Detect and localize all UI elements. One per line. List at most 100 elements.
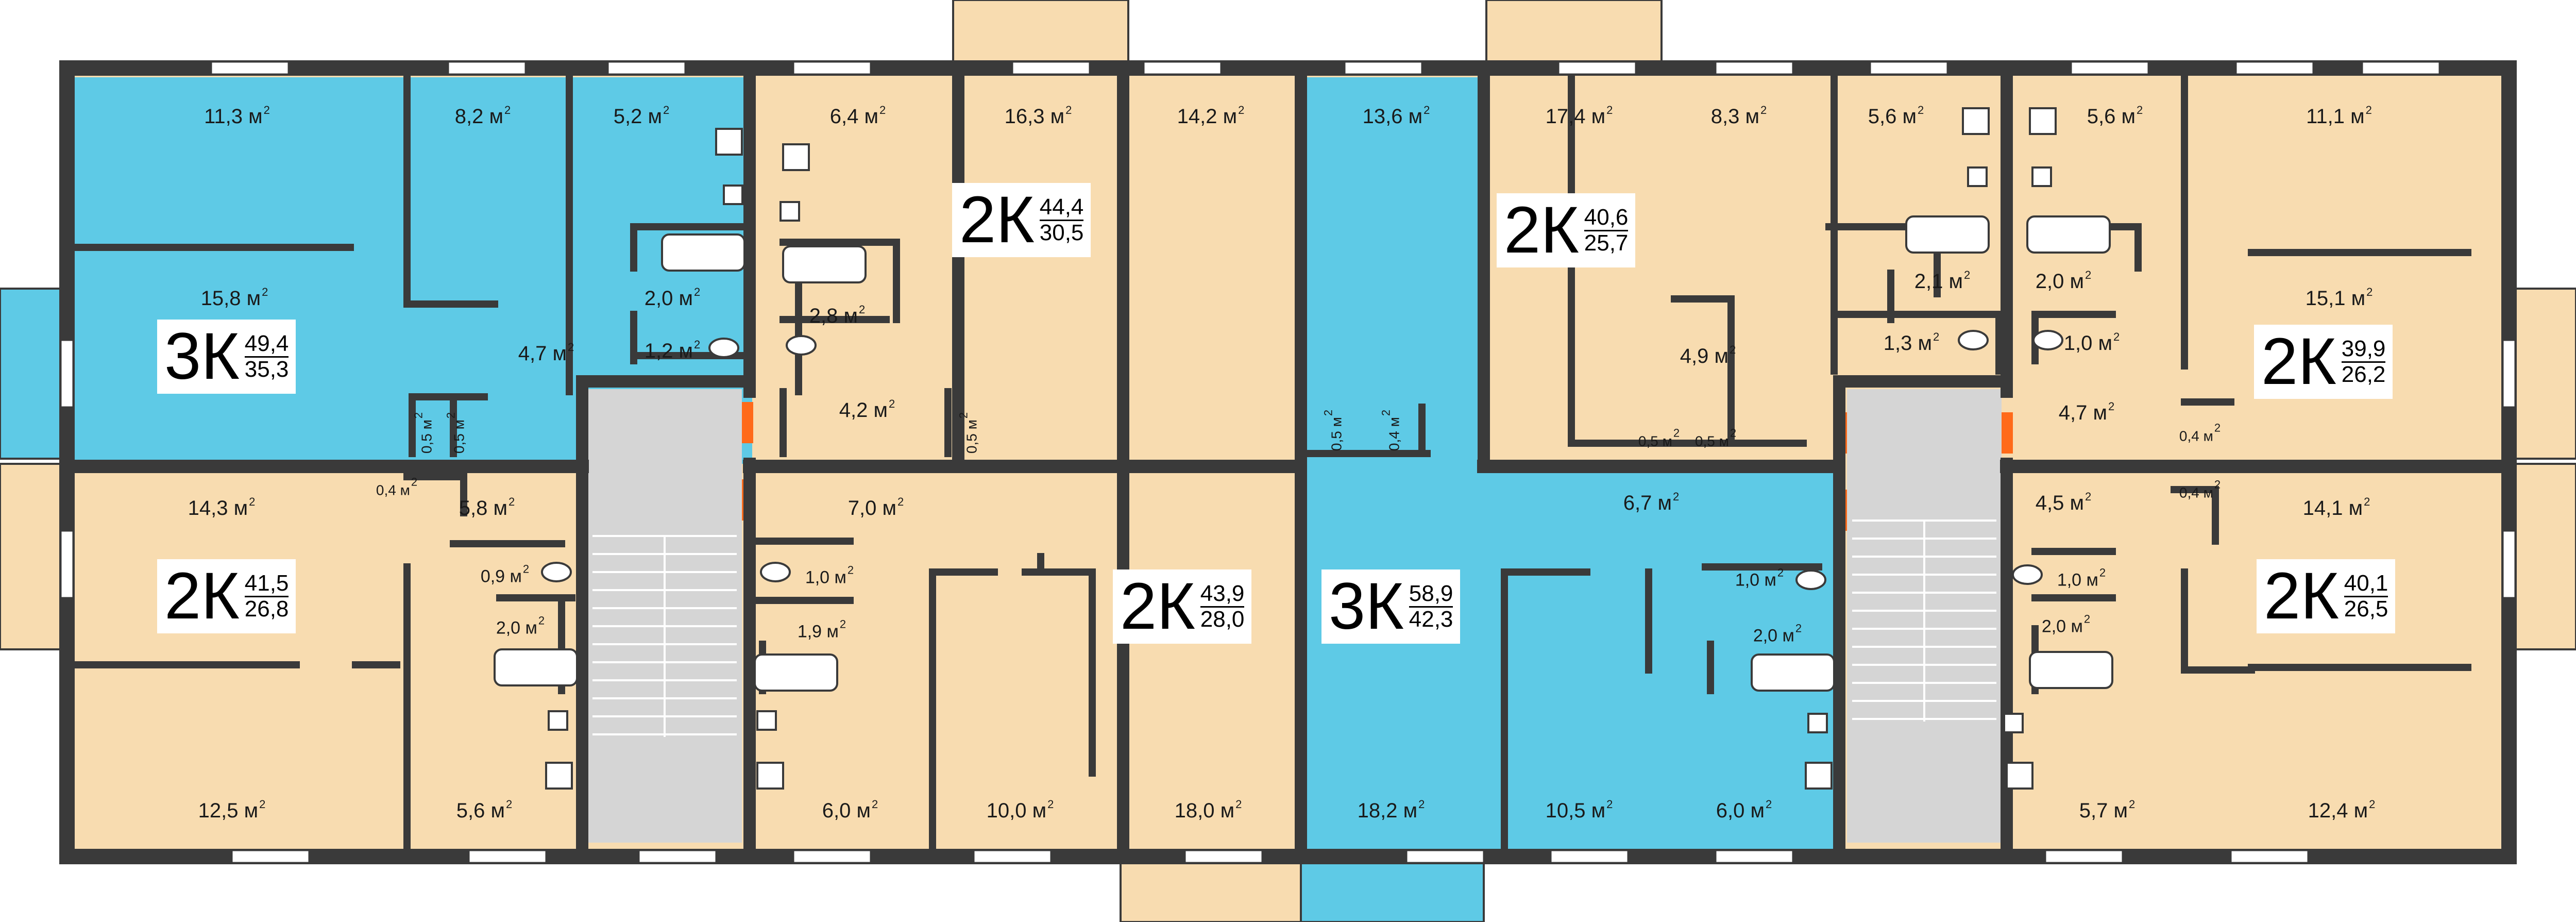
room-area-label: 0,5 м2 (444, 412, 467, 454)
room-area-label: 0,5 м2 (1694, 426, 1737, 449)
room-area-label: 11,1 м2 (2306, 104, 2372, 128)
balcony (0, 288, 68, 460)
total-area: 40,1 (2344, 572, 2388, 597)
total-area: 39,9 (2341, 337, 2386, 363)
toilet-icon (541, 562, 572, 582)
sink-icon (2031, 166, 2052, 187)
apartment-type: 2К (2264, 559, 2339, 633)
window (1405, 849, 1485, 864)
room-area-label: 16,3 м2 (1004, 104, 1072, 128)
window (2235, 61, 2314, 75)
living-area: 26,8 (244, 596, 289, 622)
apartment-type: 2К (1504, 193, 1579, 267)
window (2361, 61, 2441, 75)
window (1550, 849, 1629, 864)
room-area-label: 18,2 м2 (1357, 798, 1425, 822)
apartment-fill (1303, 77, 1479, 469)
toilet-icon (760, 562, 791, 582)
sink-icon (2003, 713, 2024, 733)
stove-icon (2006, 762, 2033, 790)
toilet-icon (1958, 330, 1989, 350)
room-area-label: 0,4 м2 (2179, 478, 2221, 501)
interior-wall (61, 69, 2471, 859)
room-area-label: 1,3 м2 (1883, 330, 1940, 355)
bathtub-icon (2026, 215, 2111, 254)
room-area-label: 12,4 м2 (2308, 798, 2376, 822)
window (1344, 61, 1423, 75)
room-area-label: 14,3 м2 (188, 495, 256, 519)
room-area-label: 5,7 м2 (2079, 798, 2136, 822)
window (210, 61, 290, 75)
living-area: 30,5 (1039, 220, 1084, 245)
party-wall (952, 66, 1490, 862)
room-area-label: 2,1 м2 (1914, 269, 1971, 293)
total-area: 44,4 (1039, 195, 1084, 221)
room-area-label: 2,0 м2 (644, 286, 701, 310)
window (1557, 61, 1637, 75)
room-area-label: 6,0 м2 (1716, 798, 1772, 822)
room-area-label: 11,3 м2 (204, 104, 270, 128)
stair-wall (576, 66, 2013, 862)
room-area-label: 2,0 м2 (2035, 269, 2092, 293)
living-area: 26,2 (2341, 361, 2386, 387)
stove-icon (2029, 107, 2057, 135)
room-area-label: 18,0 м2 (1174, 798, 1242, 822)
stair-flight (1852, 519, 1996, 722)
window (447, 61, 527, 75)
toilet-icon (708, 338, 739, 358)
door-accent (2002, 412, 2013, 454)
room-area-label: 0,5 м2 (1638, 426, 1680, 449)
window (1869, 61, 1948, 75)
room-area-label: 2,0 м2 (2041, 612, 2091, 636)
toilet-icon (2032, 330, 2063, 350)
room-area-label: 4,7 м2 (2058, 400, 2115, 424)
sink-icon (756, 710, 777, 731)
window (60, 530, 74, 599)
window (792, 61, 872, 75)
apartment-type: 2К (1120, 569, 1195, 643)
window (973, 849, 1052, 864)
window (1011, 61, 1091, 75)
total-area: 40,6 (1584, 206, 1629, 231)
living-area: 35,3 (244, 356, 289, 382)
room-area-label: 2,0 м2 (1753, 622, 1802, 646)
room-area-label: 0,5 м2 (412, 412, 435, 454)
fixtures (494, 107, 2113, 790)
bathtub-icon (1751, 653, 1835, 692)
room-area-label: 5,2 м2 (613, 104, 670, 128)
window (1184, 849, 1263, 864)
stove-icon (545, 762, 573, 790)
room-area-label: 4,9 м2 (1680, 343, 1736, 367)
room-area-label: 12,5 м2 (198, 798, 266, 822)
room-area-label: 1,0 м2 (805, 563, 854, 588)
window (2502, 339, 2516, 408)
sink-icon (548, 710, 568, 731)
room-area-label: 4,7 м2 (518, 341, 574, 365)
sink-icon (1807, 713, 1828, 733)
bathtub-icon (2029, 651, 2113, 689)
windows (60, 61, 2516, 864)
stove-icon (1962, 107, 1990, 135)
balcony (0, 463, 68, 650)
room-area-label: 10,5 м2 (1545, 798, 1613, 822)
toilet-icon (1795, 569, 1826, 590)
window (1143, 61, 1222, 75)
apartment-type: 3К (1329, 569, 1404, 643)
room-area-label: 2,0 м2 (496, 614, 545, 638)
room-area-label: 0,5 м2 (957, 412, 980, 454)
bathtub-icon (1905, 215, 1990, 254)
window (607, 61, 686, 75)
toilet-icon (786, 335, 817, 356)
sink-icon (723, 185, 743, 205)
room-area-label: 0,4 м2 (1379, 409, 1402, 451)
toilet-icon (2012, 564, 2043, 585)
stair-flight (592, 535, 737, 737)
room-area-label: 5,6 м2 (456, 798, 513, 822)
living-area: 28,0 (1200, 606, 1245, 632)
room-area-label: 0,5 м2 (1321, 409, 1345, 451)
room-area-label: 10,0 м2 (986, 798, 1054, 822)
